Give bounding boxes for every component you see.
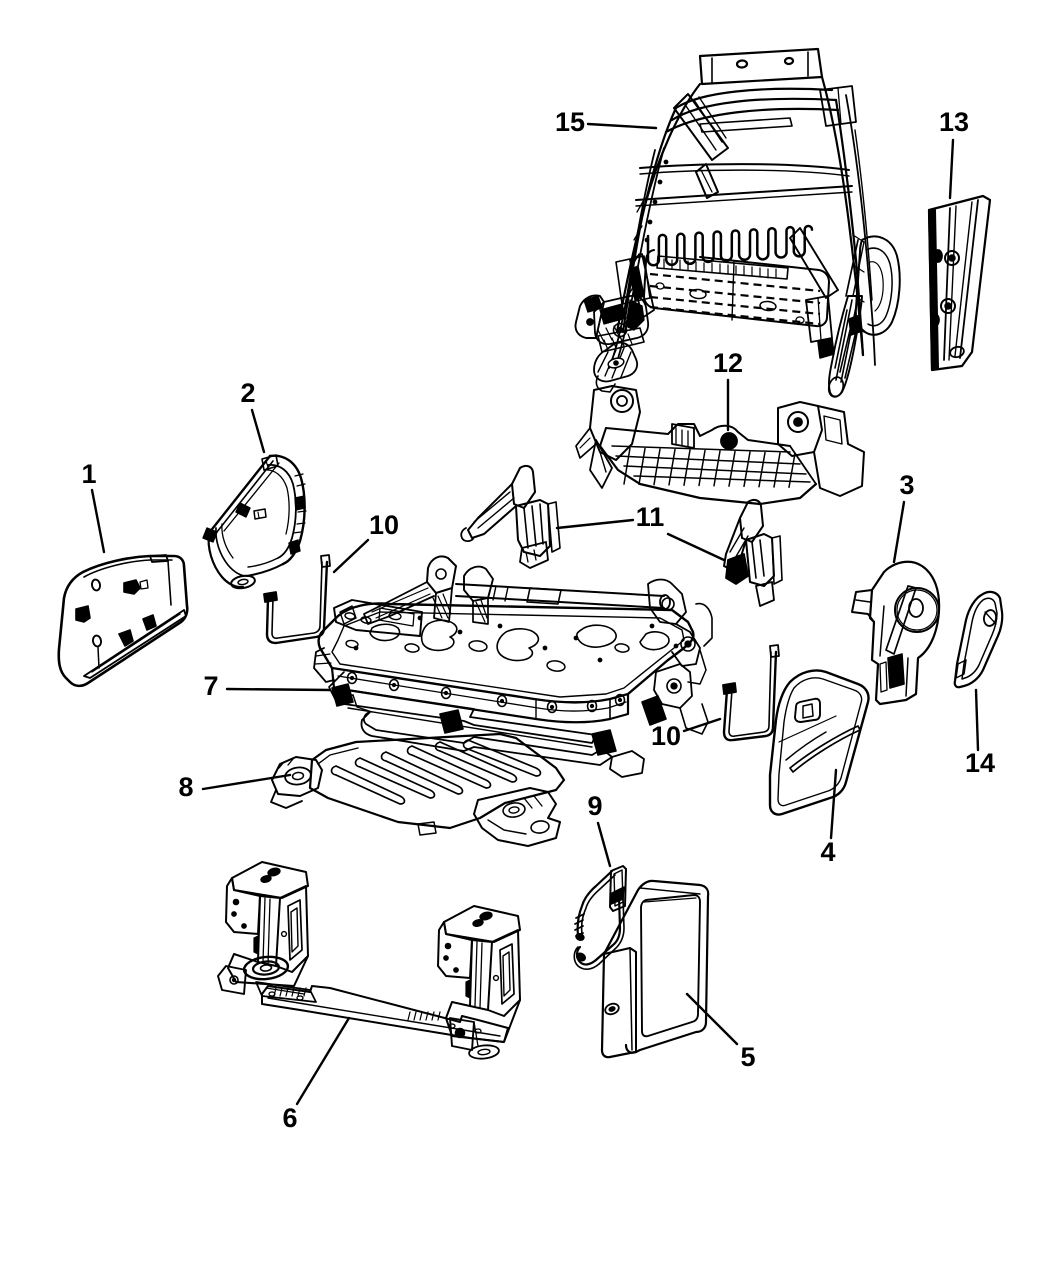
svg-text:6: 6 (282, 1103, 297, 1133)
svg-text:12: 12 (713, 348, 743, 378)
svg-text:2: 2 (240, 378, 255, 408)
svg-text:3: 3 (899, 470, 914, 500)
svg-text:13: 13 (939, 107, 969, 137)
svg-text:4: 4 (820, 837, 835, 867)
svg-text:1: 1 (81, 459, 96, 489)
svg-text:10: 10 (369, 510, 399, 540)
svg-text:8: 8 (178, 772, 193, 802)
svg-text:15: 15 (555, 107, 585, 137)
svg-text:14: 14 (965, 748, 995, 778)
svg-text:11: 11 (636, 502, 665, 532)
svg-text:5: 5 (740, 1042, 755, 1072)
svg-text:7: 7 (203, 671, 218, 701)
svg-text:9: 9 (587, 791, 602, 821)
svg-text:10: 10 (651, 721, 681, 751)
